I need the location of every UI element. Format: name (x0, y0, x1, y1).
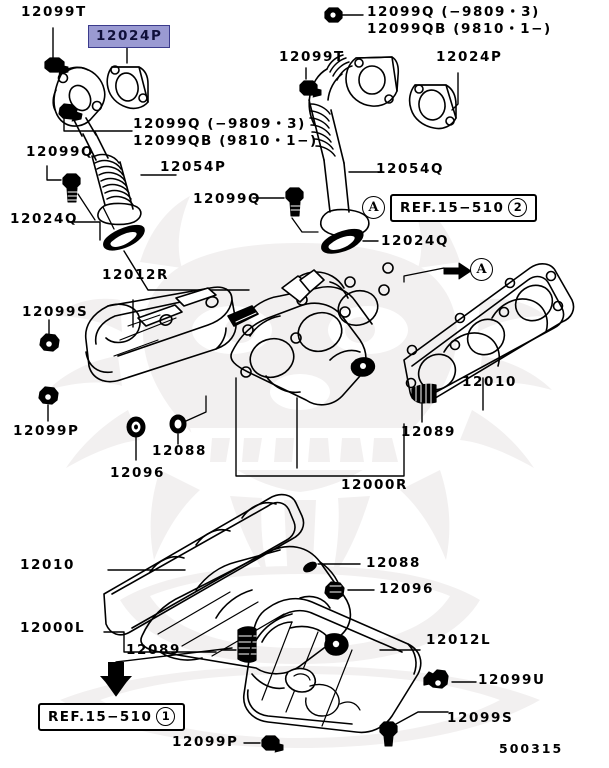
label-12024p-right: 12024P (436, 49, 503, 65)
upper-right-assembly (252, 7, 459, 254)
part-12099Q-bolt-left (62, 173, 81, 203)
callout-a-mid: A (470, 258, 493, 281)
label-12099q-9809: 12099Q (−9809・3) (367, 4, 540, 20)
label-12099q-mid: 12099Q (193, 191, 262, 207)
part-12089-stud (411, 383, 437, 404)
part-12089-stud-lower (237, 626, 257, 663)
part-flange-upper-right (345, 56, 400, 107)
part-12024P-gasket-right (408, 84, 457, 130)
callout-arrow-a (403, 262, 472, 283)
part-12012L-heat-shield (243, 597, 422, 734)
part-12099P-nut (38, 386, 59, 405)
part-12099P-bolt-lower (261, 735, 284, 753)
label-12054q: 12054Q (376, 161, 445, 177)
label-12024q-mid: 12024Q (381, 233, 450, 249)
label-12099q-left-a: 12099Q (−9809・3) (133, 116, 306, 132)
part-12088-washer (169, 414, 187, 434)
label-12099s-left: 12099S (22, 304, 89, 320)
part-12099Q-bolt-topright (324, 7, 343, 23)
label-12099s-lower: 12099S (447, 710, 514, 726)
part-12010-gasket-lower (103, 493, 305, 636)
middle-assembly (38, 262, 575, 477)
part-12099U-nut (423, 669, 449, 689)
label-12024q-left: 12024Q (10, 211, 79, 227)
label-12099qb-9810: 12099QB (9810・1−) (367, 21, 552, 37)
part-12096-washer (126, 416, 146, 438)
label-12099q-left: 12099Q (26, 144, 95, 160)
label-12089-mid: 12089 (401, 424, 456, 440)
ref-box-top-index: 2 (508, 198, 528, 217)
drawing-number: 500315 (499, 741, 564, 756)
part-12099S-bolt-lower (379, 721, 398, 747)
label-12012r: 12012R (102, 267, 169, 283)
ref-box-bottom-index: 1 (156, 707, 176, 726)
label-12010-right: 12010 (462, 374, 517, 390)
ref-box-bottom[interactable]: REF.15−510 1 (38, 703, 186, 731)
lower-assembly (100, 493, 477, 753)
label-12096-lower: 12096 (379, 581, 434, 597)
part-12096-lower (324, 581, 345, 600)
label-12010-lower: 12010 (20, 557, 75, 573)
callout-a-top: A (362, 196, 385, 219)
label-12099p-lower: 12099P (172, 734, 239, 750)
label-12099qb-left-b: 12099QB (9810・1−) (133, 133, 318, 149)
label-12088-mid: 12088 (152, 443, 207, 459)
part-12000R-manifold (227, 262, 394, 406)
part-12099Q-bolt-mid (285, 187, 304, 217)
part-12024Q-gasket-mid (321, 228, 364, 254)
ref-box-top[interactable]: REF.15−510 2 (390, 194, 538, 222)
label-12096-mid: 12096 (110, 465, 165, 481)
part-12099Q-bolt-upper (58, 103, 83, 122)
label-12088-lower: 12088 (366, 555, 421, 571)
label-12012l: 12012L (426, 632, 492, 648)
part-12099S-nut (39, 333, 60, 352)
label-12024p-highlighted[interactable]: 12024P (88, 25, 171, 48)
label-12099u: 12099U (478, 672, 546, 688)
part-12000-egr-flange (52, 66, 106, 137)
part-12088-lower (303, 561, 317, 573)
label-12054p: 12054P (160, 159, 227, 175)
label-12000r: 12000R (341, 477, 408, 493)
part-12010-gasket-upper (403, 263, 575, 404)
part-12024Q-gasket-left (103, 224, 145, 251)
part-12054P-flexpipe (82, 131, 142, 226)
label-12089-lower: 12089 (126, 642, 181, 658)
label-12099t-mid: 12099T (279, 49, 345, 65)
label-12099p-left: 12099P (13, 423, 80, 439)
label-12000l: 12000L (20, 620, 86, 636)
upper-left-assembly (44, 27, 250, 291)
ref-box-bottom-text: REF.15−510 (48, 708, 153, 725)
ref-box-top-text: REF.15−510 (400, 199, 505, 216)
label-12099t-top: 12099T (21, 4, 87, 20)
part-12024P-gasket (106, 65, 149, 110)
